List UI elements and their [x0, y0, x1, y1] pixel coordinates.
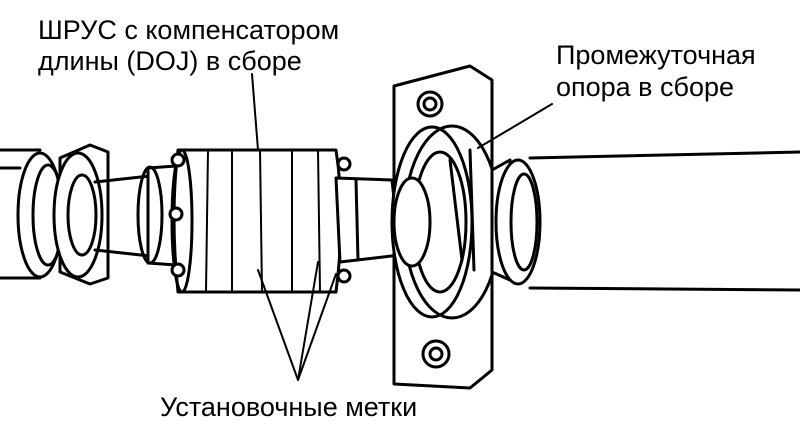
- center-support-bracket: [390, 64, 502, 390]
- support-label-line1: Промежуточная: [556, 40, 756, 70]
- marks-leader-lines: [257, 261, 337, 381]
- right-shaft-tube: [528, 150, 800, 292]
- doj-label-line1: ШРУС с компенсатором: [38, 15, 340, 45]
- left-shaft-tube: [0, 148, 42, 280]
- marks-label: Установочные метки: [160, 392, 418, 422]
- doj-joint-body: [168, 148, 354, 294]
- support-leader-line: [477, 103, 553, 149]
- left-boot: [16, 143, 110, 286]
- doj-boot: [334, 176, 402, 264]
- right-boot: [490, 158, 542, 286]
- doj-leader-line: [251, 73, 259, 151]
- doj-label-line2: длины (DOJ) в сборе: [38, 46, 302, 76]
- support-label-line2: опора в сборе: [556, 72, 735, 102]
